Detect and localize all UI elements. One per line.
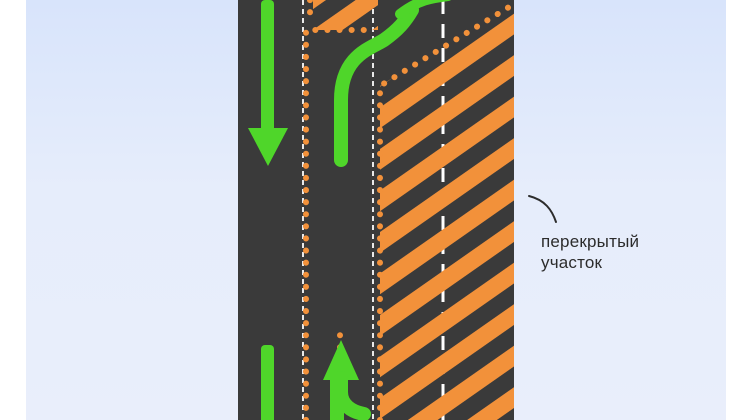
closed-section-label-line2: участок [541,253,603,272]
down-arrow-icon [248,0,288,166]
up-turn-arrow-icon [323,340,371,420]
closed-zone [380,0,514,420]
lower-left-arrow-icon [261,345,274,420]
merge-arrow-icon [334,0,451,167]
closed-section-label: перекрытый участок [541,231,639,273]
closed-section-label-line1: перекрытый [541,232,640,251]
closed-zone-top [313,0,378,30]
callout-line [528,195,557,223]
